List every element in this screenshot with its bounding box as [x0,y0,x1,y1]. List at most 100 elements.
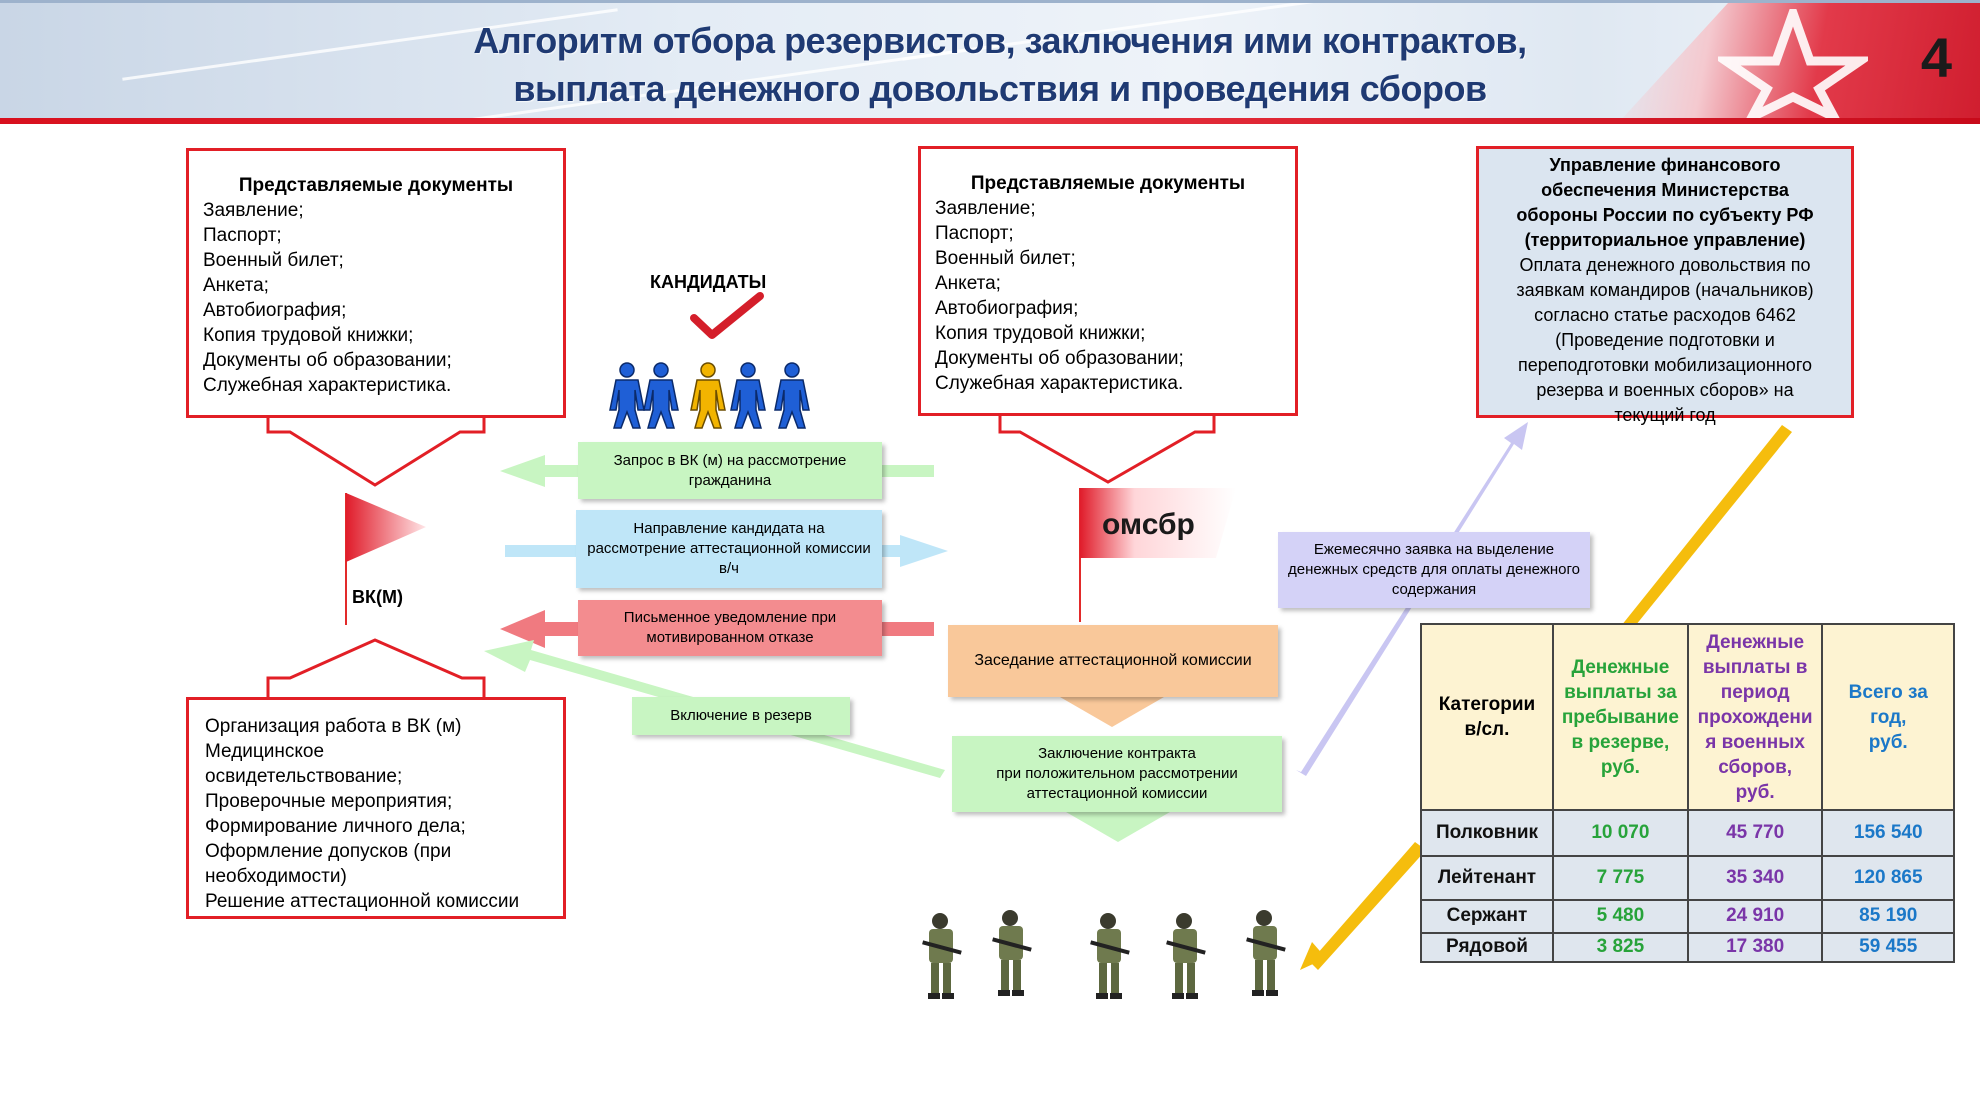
candidate-selected-figure-icon [690,362,726,429]
docs-left-callout-tail [266,414,486,487]
vkm-label: ВК(М) [352,587,403,607]
document-item: Документы об образовании; [203,350,452,371]
commission-meeting-box: Заседание аттестационной комиссии [948,625,1278,697]
table-header-training: Денежные выплаты в период прохождени я в… [1686,623,1824,811]
header-line: я военных [1705,731,1805,753]
vk-tasks-box: Организация работа в ВК (м) Медицинское … [186,697,566,919]
document-item: Анкета; [203,275,269,296]
finance-body-line: заявкам командиров (начальников) [1516,280,1814,300]
table-row: Рядовой 3 825 17 380 59 455 [1420,931,1955,964]
document-item: Копия трудовой книжки; [935,323,1146,344]
check-mark-icon [690,292,764,339]
document-item: Автобиография; [935,298,1079,319]
finance-body-line: согласно статье расходов 6462 [1534,305,1796,325]
table-cell-category: Полковник [1420,809,1554,857]
finance-body-line: резерва и военных сборов» на [1536,380,1794,400]
reserve-inclusion-box: Включение в резерв [632,697,850,735]
payment-arrow-lower-icon [1310,842,1426,970]
table-cell-training: 24 910 [1686,898,1824,934]
table-row: Полковник 10 070 45 770 156 540 [1420,809,1955,857]
vk-task-item: Оформление допусков (при [205,841,452,862]
contract-down-arrow-icon [1066,812,1170,842]
finance-department-box: Управление финансового обеспечения Минис… [1476,146,1854,425]
soldier-figure-icon [1166,913,1206,999]
header-red-line [0,118,1980,124]
header-line: пребывание [1561,706,1679,728]
finance-title-line: обороны России по субъекту РФ [1516,205,1814,225]
page-title-line1: Алгоритм отбора резервистов, заключения … [473,20,1527,61]
header-line: год, [1870,706,1907,728]
table-row: Сержант 5 480 24 910 85 190 [1420,898,1955,934]
vk-task-item: Медицинское [205,741,325,762]
contract-line: при положительном рассмотрении [996,765,1238,782]
vk-task-item: Проверочные мероприятия; [205,791,453,812]
table-cell-total: 85 190 [1821,898,1955,934]
header-line: Денежные [1571,656,1670,678]
document-item: Военный билет; [203,250,344,271]
table-cell-category: Сержант [1420,898,1554,934]
header-line: прохождени [1697,706,1813,728]
page-title-line2: выплата денежного довольствия и проведен… [513,68,1487,109]
document-item: Паспорт; [935,223,1014,244]
finance-title-line: обеспечения Министерства [1541,180,1789,200]
document-item: Паспорт; [203,225,282,246]
candidates-label: КАНДИДАТЫ [650,272,767,292]
document-item: Служебная характеристика. [203,375,452,396]
header-line: период [1720,681,1790,703]
soldier-figure-icon [1246,910,1286,996]
candidate-figure-icon [774,362,810,429]
page-number: 4 [1920,26,1952,89]
soldier-figure-icon [992,910,1032,996]
star-emblem-icon [1718,9,1868,118]
contract-line: Заключение контракта [1038,745,1196,762]
header-line: Денежные [1706,631,1805,653]
commission-down-arrow-icon [1060,697,1164,727]
vk-task-item: освидетельствование; [205,766,403,787]
candidate-figure-icon [643,362,679,429]
table-cell-training: 35 340 [1686,854,1824,901]
document-item: Документы об образовании; [935,348,1184,369]
vk-task-item: Формирование личного дела; [205,816,466,837]
table-cell-reserve: 3 825 [1551,931,1689,964]
table-cell-reserve: 7 775 [1551,854,1689,901]
table-header-total: Всего за год, руб. [1821,623,1955,811]
omsbr-label: омсбр [1102,508,1195,541]
soldier-figure-icon [1090,913,1130,999]
payment-arrowhead-icon [1300,942,1326,970]
header-line: руб. [1868,731,1908,753]
finance-title-line: Управление финансового [1549,155,1781,175]
table-cell-training: 45 770 [1686,809,1824,857]
documents-box-center: Представляемые документы Заявление; Пасп… [918,146,1298,416]
refusal-notice-box: Письменное уведомление при мотивированно… [578,600,882,656]
table-cell-category: Рядовой [1420,931,1554,964]
table-cell-category: Лейтенант [1420,854,1554,901]
document-item: Заявление; [203,200,304,221]
document-item: Военный билет; [935,248,1076,269]
documents-box-left: Представляемые документы Заявление; Пасп… [186,148,566,418]
document-item: Служебная характеристика. [935,373,1184,394]
direction-step-box: Направление кандидата на рассмотрение ат… [576,510,882,588]
table-cell-total: 59 455 [1821,931,1955,964]
table-header-category: Категории в/сл. [1420,623,1554,811]
header-line: выплаты за [1564,681,1677,703]
candidate-figure-icon [609,362,645,429]
finance-body-line: Оплата денежного довольствия по [1519,255,1811,275]
table-cell-reserve: 5 480 [1551,898,1689,934]
documents-title: Представляемые документы [238,175,514,196]
table-cell-total: 156 540 [1821,809,1955,857]
table-row: Лейтенант 7 775 35 340 120 865 [1420,854,1955,901]
table-header-reserve: Денежные выплаты за пребывание в резерве… [1551,623,1689,811]
document-item: Заявление; [935,198,1036,219]
header-line: сборов, [1718,756,1793,778]
header-line: руб. [1600,756,1640,778]
table-cell-reserve: 10 070 [1551,809,1689,857]
header-line: в резерве, [1571,731,1670,753]
header-line: Категории [1438,694,1536,715]
header-line: Всего за [1848,681,1928,703]
header-banner: Алгоритм отбора резервистов, заключения … [0,0,1980,118]
document-item: Копия трудовой книжки; [203,325,414,346]
vk-task-item: Решение аттестационной комиссии [205,891,520,912]
vk-task-item: необходимости) [205,866,347,887]
table-header-row: Категории в/сл. Денежные выплаты за преб… [1420,623,1955,811]
table-cell-training: 17 380 [1686,931,1824,964]
